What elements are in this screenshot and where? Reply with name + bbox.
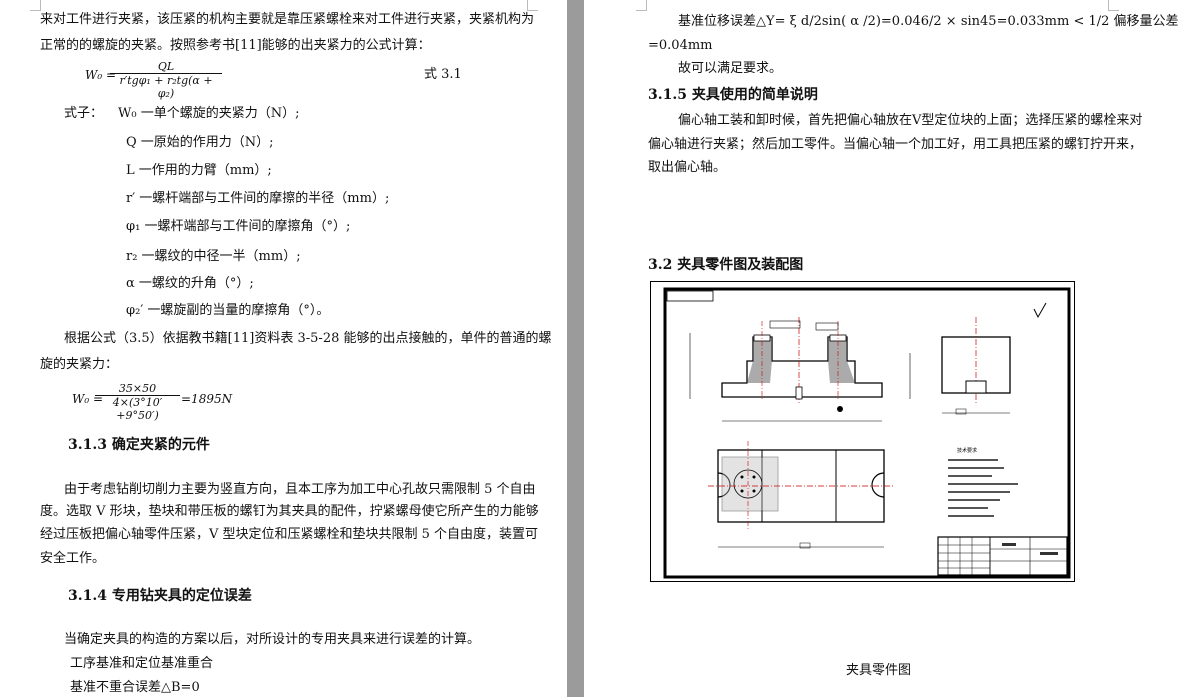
left-page: 来对工件进行夹紧，该压紧的机构主要就是靠压紧螺栓来对工件进行夹紧，夹紧机构为 正… (0, 0, 567, 697)
body-line: 工序基准和定位基准重合 (70, 656, 214, 671)
body-line: 偏心轴进行夹紧；然后加工零件。当偏心轴一个加工好，用工具把压紧的螺钉拧开来， (648, 137, 1143, 152)
body-line: 根据公式（3.5）依据教书籍[11]资料表 3-5-28 能够的出点接触的，单件… (64, 331, 552, 346)
body-line: 安全工作。 (40, 551, 106, 566)
body-line: 正常的的螺旋的夹紧。按照参考书[11]能够的出夹紧力的公式计算： (40, 38, 431, 53)
legend-item: W₀ 一单个螺旋的夹紧力（N）; (118, 106, 300, 121)
formula-result: =1895N (181, 392, 233, 406)
body-line: 取出偏心轴。 (648, 160, 727, 175)
legend-item: r′ 一螺杆端部与工件间的摩擦的半径（mm）; (126, 191, 390, 206)
body-line: 度。选取 V 形块，垫块和带压板的螺钉为其夹具的配件，拧紧螺母使它所产生的力能够 (40, 504, 539, 519)
body-line: 由于考虑钻削切削力主要为竖直方向，且本工序为加工中心孔故只需限制 5 个自由 (64, 482, 536, 497)
right-page: 基准位移误差△Y= ξ d/2sin( α /2)=0.046/2 × sin4… (584, 0, 1179, 697)
formula-denominator: 4×(3°10′+9°50′) (112, 396, 163, 422)
body-line: 经过压板把偏心轴零件压紧，V 型块定位和压紧螺栓和垫块共限制 5 个自由度，装置… (40, 527, 539, 542)
formula-tag: 式 3.1 (424, 67, 462, 82)
legend-item: φ₂′ 一螺旋副的当量的摩擦角（°）。 (126, 303, 330, 318)
formula-lhs: W₀ = (85, 68, 117, 82)
figure-caption: 夹具零件图 (846, 663, 912, 678)
body-line: 故可以满足要求。 (678, 61, 783, 76)
side-view (941, 317, 1011, 415)
legend-intro: 式子： (64, 106, 104, 121)
body-line: 旋的夹紧力： (40, 357, 119, 372)
page-corner-mark (527, 0, 538, 11)
tech-requirements-title: 技术要求 (957, 447, 977, 454)
front-view (689, 317, 911, 422)
legend-item: Q 一原始的作用力（N）; (126, 135, 274, 150)
roughness-icon (1033, 302, 1047, 319)
formula-numerator: QL (110, 60, 222, 74)
section-heading: 3.1.3 确定夹紧的元件 (68, 437, 210, 453)
body-line: 当确定夹具的构造的方案以后，对所设计的专用夹具来进行误差的计算。 (64, 632, 481, 647)
legend-item: α 一螺纹的升角（°）; (126, 276, 254, 291)
body-line: 来对工件进行夹紧，该压紧的机构主要就是靠压紧螺栓来对工件进行夹紧，夹紧机构为 (40, 12, 535, 27)
body-line: 偏心轴工装和卸时候，首先把偏心轴放在V型定位块的上面；选择压紧的螺栓来对 (678, 113, 1143, 128)
fixture-part-drawing: 技术要求 (650, 281, 1075, 582)
formula-numerator: 35×50 (95, 382, 180, 396)
section-heading: 3.1.5 夹具使用的简单说明 (648, 87, 818, 103)
page-gutter (567, 0, 584, 697)
formula-fraction: 35×50 4×(3°10′+9°50′) (95, 382, 180, 422)
drawing-code-box (666, 290, 714, 302)
body-line: 基准位移误差△Y= ξ d/2sin( α /2)=0.046/2 × sin4… (678, 14, 1179, 29)
legend-item: r₂ 一螺纹的中径一半（mm）; (126, 249, 301, 264)
title-block (937, 536, 1068, 576)
page-corner-mark (30, 0, 41, 11)
drawing-inner-frame (663, 287, 1071, 579)
technical-requirements: 技术要求 (948, 447, 1018, 517)
drawing-outer-frame (650, 281, 1075, 582)
section-heading: 3.2 夹具零件图及装配图 (648, 257, 804, 273)
legend-item: L 一作用的力臂（mm）; (126, 163, 272, 178)
body-line: =0.04mm (648, 38, 713, 53)
formula-fraction: QL r′tgφ₁ + r₂tg(α + φ₂) (110, 60, 222, 100)
top-view (708, 441, 894, 549)
section-heading: 3.1.4 专用钻夹具的定位误差 (68, 588, 252, 604)
formula-denominator: r′tgφ₁ + r₂tg(α + φ₂) (119, 74, 213, 100)
page-corner-mark (1108, 0, 1119, 11)
legend-item: φ₁ 一螺杆端部与工件间的摩擦角（°）; (126, 219, 351, 234)
page-corner-mark (636, 0, 647, 11)
body-line: 基准不重合误差△B=0 (70, 680, 200, 695)
